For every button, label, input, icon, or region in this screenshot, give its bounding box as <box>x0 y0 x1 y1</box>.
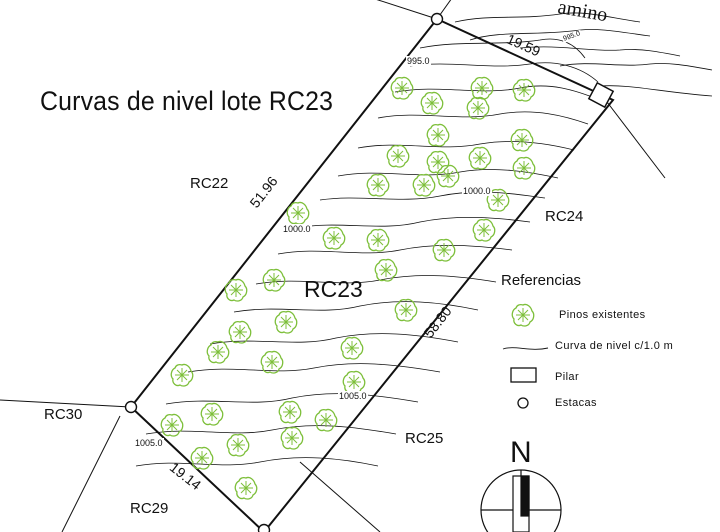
lot-label-rc30: RC30 <box>44 406 83 423</box>
lot-boundary <box>129 17 615 532</box>
pine-tree-icon <box>160 413 184 437</box>
pine-tree-icon <box>280 426 304 450</box>
pine-tree-icon <box>470 76 494 100</box>
pine-tree-icon <box>420 91 444 115</box>
lot-label-rc23: RC23 <box>304 276 363 302</box>
pine-tree-icon <box>322 226 346 250</box>
pine-tree-icon <box>366 173 390 197</box>
lot-label-rc25: RC25 <box>405 430 444 447</box>
pine-tree-icon <box>511 303 535 327</box>
stake-circle-icon <box>430 12 444 26</box>
pine-tree-icon <box>472 218 496 242</box>
pine-tree-icon <box>224 278 248 302</box>
pine-tree-icon <box>274 310 298 334</box>
pine-tree-icon <box>170 363 194 387</box>
stake-circle-icon <box>124 400 138 414</box>
pine-tree-icon <box>200 402 224 426</box>
pillar-square-icon <box>587 81 615 109</box>
legend-title: Referencias <box>501 272 582 289</box>
pine-tree-icon <box>390 76 414 100</box>
contour-line-icon <box>502 347 549 350</box>
legend-pines-label: Pinos existentes <box>559 309 646 321</box>
contour-label-1005-right: 1005.0 <box>338 391 368 401</box>
pine-tree-icon <box>426 150 450 174</box>
boundary-extensions <box>0 0 666 532</box>
pine-tree-icon <box>226 433 250 457</box>
pine-tree-icon <box>342 370 366 394</box>
legend-contour-label: Curva de nivel c/1.0 m <box>555 340 674 352</box>
pine-tree-icon <box>340 336 364 360</box>
pine-tree-icon <box>314 408 338 432</box>
pine-tree-icon <box>426 123 450 147</box>
contour-label-1005-left: 1005.0 <box>134 438 164 448</box>
pine-tree-icon <box>366 228 390 252</box>
stake-circle-icon <box>517 397 529 409</box>
legend-pillar-label: Pilar <box>555 371 580 383</box>
legend-stakes-label: Estacas <box>555 397 597 409</box>
pine-tree-icon <box>206 340 230 364</box>
pine-tree-icon <box>432 238 456 262</box>
lot-label-rc29: RC29 <box>130 500 169 517</box>
terrain-lines-outside <box>454 12 713 97</box>
north-label: N <box>510 436 532 469</box>
contour-label-1000-left: 1000.0 <box>282 224 312 234</box>
pine-tree-icon <box>394 298 418 322</box>
lot-label-rc24: RC24 <box>545 208 584 225</box>
pine-tree-icon <box>468 146 492 170</box>
pine-tree-icon <box>412 173 436 197</box>
pine-tree-icon <box>512 156 536 180</box>
pine-tree-icon <box>260 350 284 374</box>
drawing-title: Curvas de nivel lote RC23 <box>40 86 334 116</box>
pine-tree-icon <box>512 78 536 102</box>
contour-label-995-upper: 995.0 <box>406 56 431 66</box>
pillar-square-icon <box>510 367 537 383</box>
stake-circle-icon <box>257 523 271 532</box>
pine-tree-icon <box>234 476 258 500</box>
contour-label-1000-right: 1000.0 <box>462 186 492 196</box>
pine-tree-icon <box>386 144 410 168</box>
north-arrow <box>480 469 562 532</box>
pine-tree-icon <box>262 268 286 292</box>
pine-tree-icon <box>278 400 302 424</box>
pine-tree-icon <box>286 201 310 225</box>
lot-label-rc22: RC22 <box>190 175 229 192</box>
pine-tree-icon <box>436 164 460 188</box>
legend-symbols <box>502 303 549 409</box>
pine-tree-icon <box>510 128 534 152</box>
pine-tree-icon <box>228 320 252 344</box>
